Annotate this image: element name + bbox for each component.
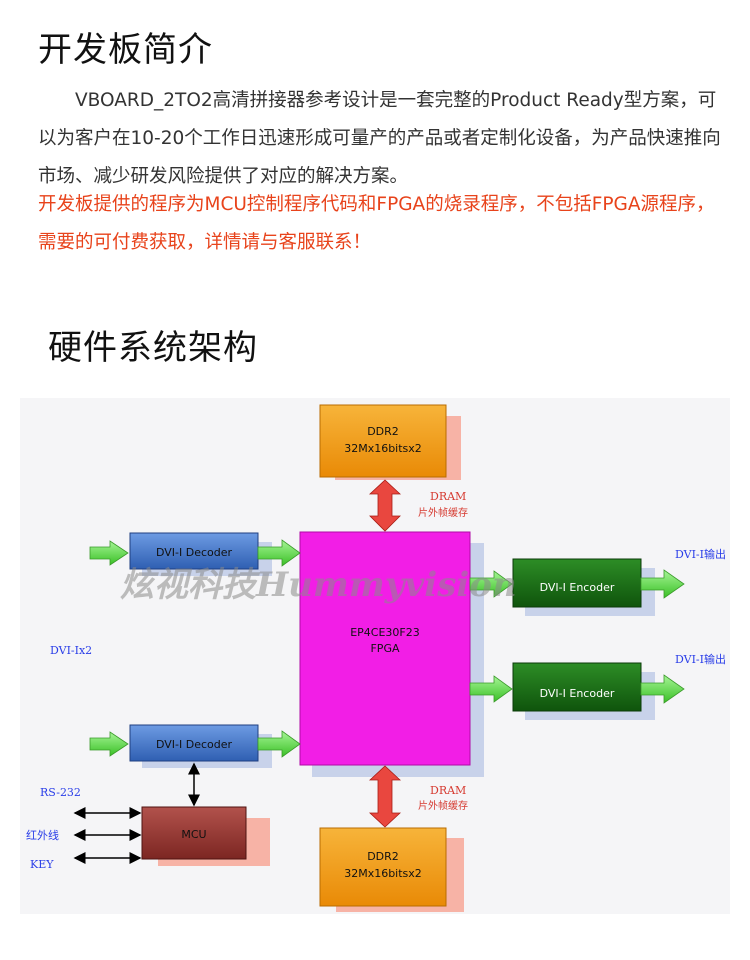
decoder2-to-fpga-arrow: [257, 730, 301, 758]
fpga-to-encoder2-arrow: [469, 675, 513, 703]
mcu-block: MCU: [141, 806, 270, 866]
ir-label: 红外线: [26, 828, 59, 842]
intro-notice: 开发板提供的程序为MCU控制程序代码和FPGA的烧录程序，不包括FPGA源程序，…: [38, 194, 715, 253]
decoder-block-2: DVI-I Decoder: [129, 724, 272, 768]
mcu-label: MCU: [181, 828, 206, 841]
ddr-top-block: DDR2 32Mx16bitsx2: [319, 404, 461, 480]
fpga-part-number: EP4CE30F23: [350, 626, 420, 639]
fpga-label: FPGA: [370, 642, 399, 655]
encoder-2-label: DVI-I Encoder: [540, 687, 615, 700]
key-label: KEY: [30, 858, 54, 871]
dvi-output-2-label: DVI-I输出: [675, 652, 726, 666]
ddr-top-spec: 32Mx16bitsx2: [344, 442, 422, 455]
watermark: 炫视科技Hummyvision: [120, 565, 517, 605]
input-arrow-2: [89, 731, 129, 757]
decoder-block-1: DVI-I Decoder: [129, 532, 272, 576]
hardware-architecture-diagram: DDR2 32Mx16bitsx2 DDR2 32Mx16bitsx2 EP4C…: [20, 398, 730, 914]
dram-links: [368, 479, 402, 828]
intro-paragraph: VBOARD_2TO2高清拼接器参考设计是一套完整的Product Ready型…: [38, 90, 721, 187]
encoder-1-label: DVI-I Encoder: [540, 581, 615, 594]
dvi-output-1-label: DVI-I输出: [675, 547, 726, 561]
fpga-block: EP4CE30F23 FPGA: [299, 531, 484, 777]
dram-top-double-arrow: [368, 479, 402, 532]
input-arrow-1: [89, 540, 129, 566]
dram-bottom-label: DRAM: [430, 784, 466, 797]
ddr-top-name: DDR2: [367, 425, 399, 438]
fpga-to-encoder1-arrow: [469, 570, 513, 598]
encoder-block-1: DVI-I Encoder: [512, 558, 655, 616]
rs232-label: RS-232: [40, 786, 81, 799]
ddr-bottom-name: DDR2: [367, 850, 399, 863]
encoder1-output-arrow: [640, 569, 685, 599]
dram-bottom-double-arrow: [368, 765, 402, 828]
ddr-bottom-spec: 32Mx16bitsx2: [344, 867, 422, 880]
dram-top-sublabel: 片外帧缓存: [418, 506, 468, 519]
video-flow-arrows: [89, 539, 685, 758]
dram-bottom-sublabel: 片外帧缓存: [418, 799, 468, 812]
diagram-canvas: DDR2 32Mx16bitsx2 DDR2 32Mx16bitsx2 EP4C…: [26, 404, 726, 912]
dvi-input-label: DVI-Ix2: [50, 644, 92, 657]
intro-title: 开发板简介: [38, 30, 213, 70]
encoder-block-2: DVI-I Encoder: [512, 662, 655, 720]
decoder1-to-fpga-arrow: [257, 539, 301, 567]
mcu-interface-lines: [73, 807, 142, 864]
decoder-1-label: DVI-I Decoder: [156, 546, 233, 559]
decoder-2-label: DVI-I Decoder: [156, 738, 233, 751]
architecture-title: 硬件系统架构: [48, 328, 258, 368]
dram-top-label: DRAM: [430, 490, 466, 503]
ddr-bottom-block: DDR2 32Mx16bitsx2: [319, 827, 464, 912]
encoder2-output-arrow: [640, 674, 685, 704]
